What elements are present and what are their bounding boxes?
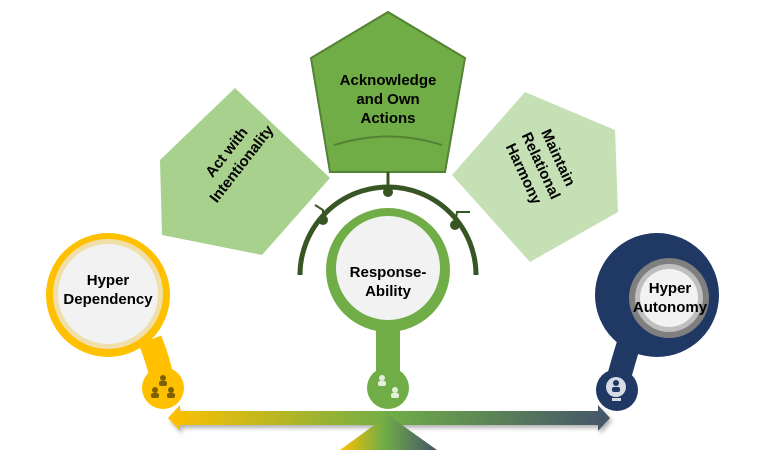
label-line: Hyper [86, 272, 130, 289]
response-ability-label: Response- Ability [328, 264, 448, 302]
label-line: Dependency [63, 290, 153, 308]
arc-dot-left [318, 215, 328, 225]
label-line: Response- [349, 264, 427, 281]
label-line: Autonomy [632, 298, 708, 316]
arc-dot-right [450, 220, 460, 230]
hierarchy-people-icon [151, 375, 175, 398]
label-line: Actions [360, 109, 416, 127]
hyper-autonomy-node [595, 233, 719, 411]
hyper-dependency-node [46, 233, 184, 409]
fulcrum-triangle [340, 415, 437, 450]
arc-dot-top [383, 187, 393, 197]
hyper-dependency-label: Hyper Dependency [48, 272, 168, 310]
top-pentagon-label: Acknowledge and Own Actions [318, 72, 458, 128]
lightbulb-person-icon [606, 377, 626, 401]
response-ability-node [326, 208, 450, 409]
hyper-autonomy-label: Hyper Autonomy [610, 280, 730, 318]
label-line: Acknowledge [339, 72, 437, 89]
label-line: Hyper [648, 280, 692, 297]
top-pentagon-band [333, 135, 443, 146]
label-line: Ability [365, 282, 411, 300]
exchange-people-icon [378, 375, 399, 398]
right-pentagon [452, 92, 618, 262]
label-line: and Own [356, 90, 420, 108]
left-pentagon [160, 88, 330, 255]
